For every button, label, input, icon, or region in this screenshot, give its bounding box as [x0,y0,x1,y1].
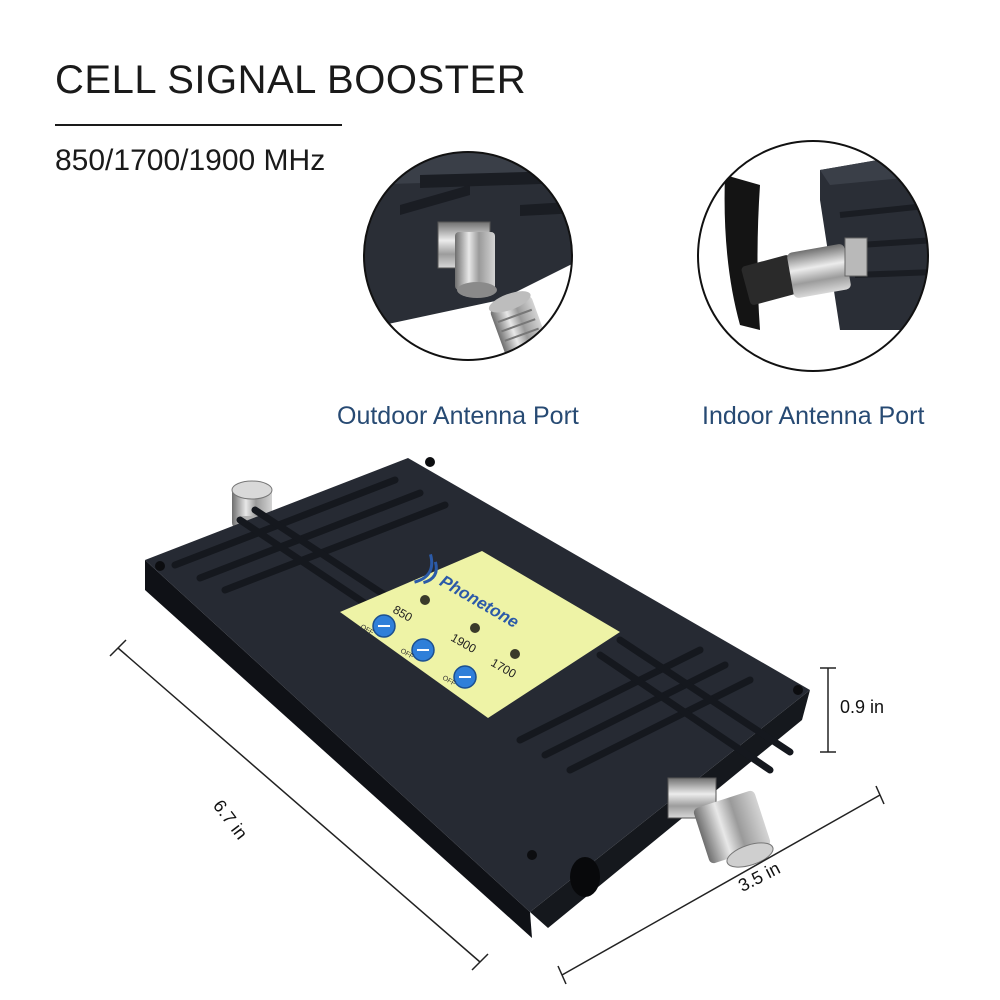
dimension-lines [109,639,885,985]
frequency-subtitle: 850/1700/1900 MHz [55,144,326,177]
outdoor-port-closeup [363,151,573,361]
dimension-height: 0.9 in [840,697,885,717]
page-title: CELL SIGNAL BOOSTER [55,58,527,102]
signal-logo-icon [422,561,438,585]
indoor-port-caption: Indoor Antenna Port [702,402,925,430]
title-divider [55,124,342,126]
outdoor-port-caption: Outdoor Antenna Port [337,402,579,430]
led-1900 [470,623,480,633]
gain-dial-850[interactable] [372,614,396,638]
indoor-port-closeup [697,140,929,372]
gain-dial-1900[interactable] [411,638,435,662]
gain-dial-1700[interactable] [453,665,477,689]
led-1700 [510,649,520,659]
label-panel: Phonetone 850 1900 1700 OFF [340,551,620,718]
bottom-connector [667,777,774,868]
led-850 [420,595,430,605]
booster-device: Phonetone 850 1900 1700 OFF [145,457,810,938]
